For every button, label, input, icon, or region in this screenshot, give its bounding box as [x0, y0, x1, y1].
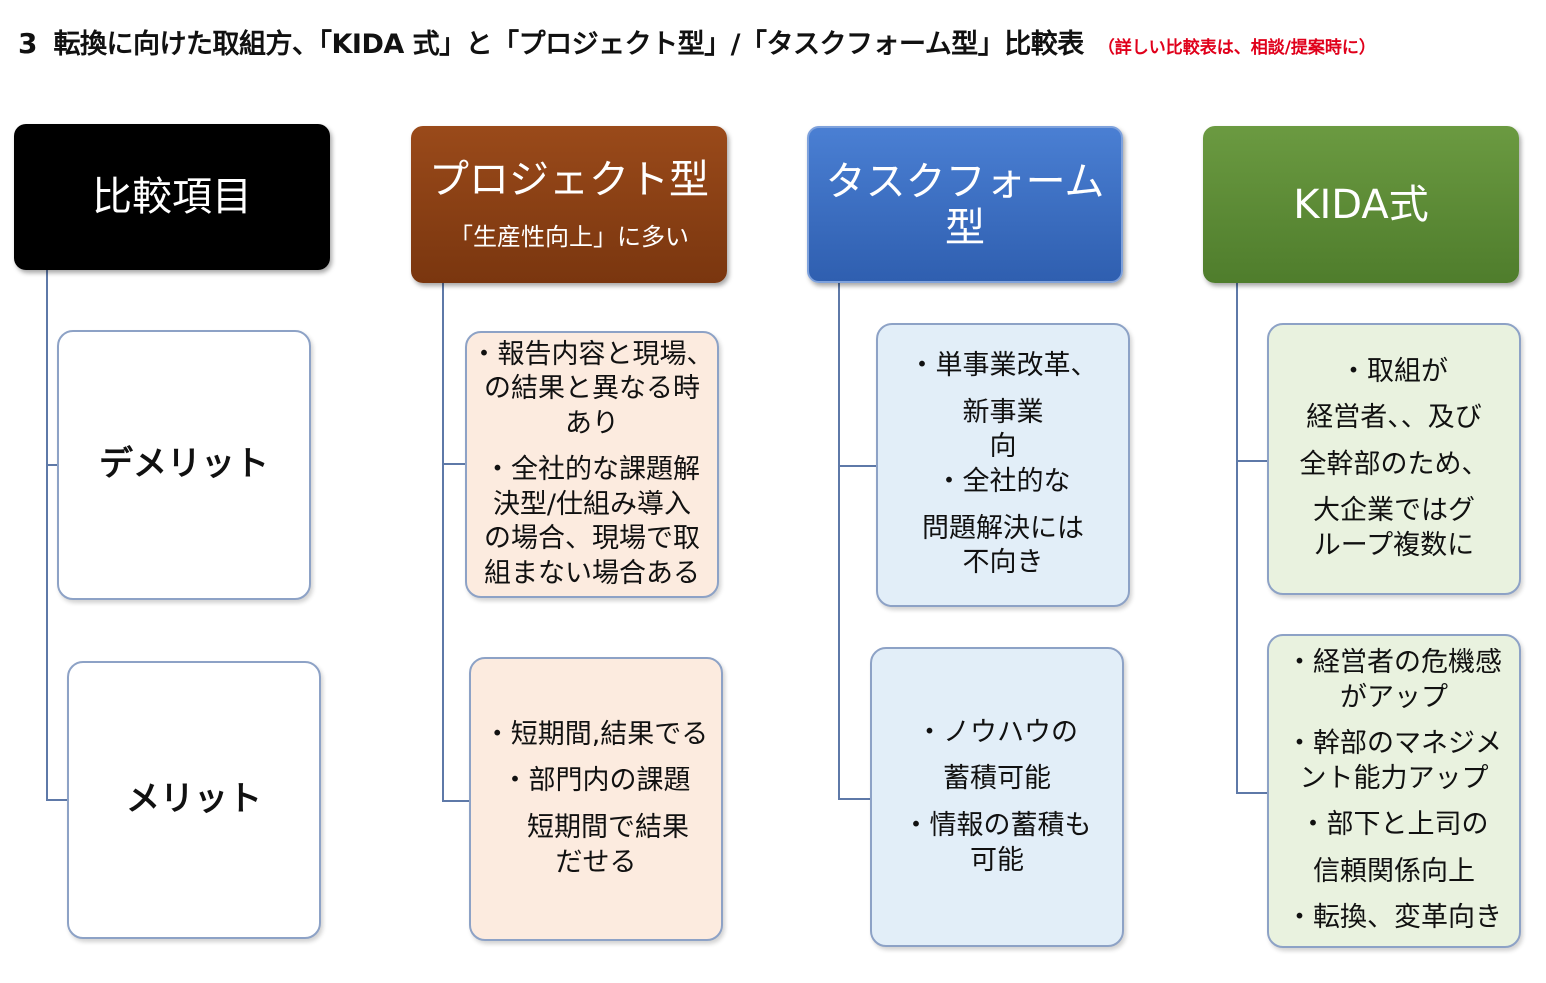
text-line: だせる	[555, 846, 637, 878]
text-line: ント能力アップ	[1299, 762, 1489, 794]
connector-branch	[46, 464, 58, 466]
title-text: 転換に向けた取組方、「KIDA 式」と「プロジェクト型」/「タスクフォーム型」比…	[53, 29, 1084, 60]
text-line: 問題解決には	[922, 512, 1084, 544]
text-line: 信頼関係向上	[1313, 855, 1475, 887]
header-title: KIDA式	[1293, 181, 1429, 228]
connector-line	[838, 283, 840, 799]
text-line: ・単事業改革、	[908, 350, 1098, 382]
text-line: 大企業ではグ	[1313, 495, 1475, 527]
text-line: の場合、現場で取	[484, 523, 700, 555]
text-line: 決型/仕組み導入	[492, 488, 692, 520]
text-line: あり	[565, 407, 619, 439]
text-line: ・全社的な	[935, 466, 1071, 497]
connector-line	[46, 268, 48, 800]
title-number: 3	[18, 27, 38, 60]
connector-line	[1236, 283, 1238, 793]
text-line: ・短期間,結果でる	[483, 718, 709, 750]
connector-branch	[46, 799, 68, 801]
text-line: ・報告内容と現場、	[470, 338, 714, 370]
header-title: プロジェクト型	[429, 157, 709, 203]
text-line: ループ複数に	[1313, 529, 1475, 561]
text-line: メリット	[126, 779, 262, 820]
merit-label-box: メリット	[67, 661, 321, 939]
connector-branch	[1236, 792, 1267, 794]
taskforce-demerit-box: ・単事業改革、 新事業 向 ・全社的な 問題解決には 不向き	[876, 323, 1130, 607]
text-line: ・転換、変革向き	[1286, 902, 1502, 934]
project-merit-box: ・短期間,結果でる ・部門内の課題 短期間で結果 だせる	[469, 657, 723, 941]
connector-line	[442, 283, 444, 801]
header-kida: KIDA式	[1203, 126, 1519, 283]
text-line: 不向き	[962, 547, 1044, 579]
header-title: 比較項目	[92, 174, 252, 220]
connector-branch	[838, 465, 876, 467]
title-note: （詳しい比較表は、相談/提案時に）	[1097, 38, 1376, 58]
text-line: 蓄積可能	[943, 763, 1051, 795]
text-line: ・取組が	[1340, 355, 1448, 387]
kida-demerit-box: ・取組が 経営者、、及び 全幹部のため、 大企業ではグ ループ複数に	[1267, 323, 1521, 595]
header-items: 比較項目	[14, 124, 330, 270]
taskforce-merit-box: ・ノウハウの 蓄積可能 ・情報の蓄積も 可能	[870, 647, 1124, 947]
kida-merit-box: ・経営者の危機感 がアップ ・幹部のマネジメ ント能力アップ ・部下と上司の 信…	[1267, 634, 1521, 948]
text-line: ・情報の蓄積も	[902, 810, 1092, 841]
text-line: 新事業	[962, 396, 1044, 428]
demerit-label-box: デメリット	[57, 330, 311, 600]
header-taskforce: タスクフォーム型	[807, 126, 1123, 283]
connector-branch	[1236, 460, 1267, 462]
text-line: デメリット	[99, 444, 269, 485]
text-line: ・全社的な課題解	[484, 454, 700, 486]
text-line: 組まない場合ある	[484, 557, 700, 589]
text-line: 短期間で結果	[527, 812, 689, 843]
text-line: がアップ	[1340, 681, 1448, 713]
text-line: 可能	[970, 844, 1024, 876]
text-line: ・ノウハウの	[916, 716, 1078, 748]
connector-branch	[838, 798, 870, 800]
text-line: ・部門内の課題	[501, 765, 691, 797]
header-title: タスクフォーム型	[825, 158, 1105, 251]
connector-branch	[442, 800, 470, 802]
text-line: ・経営者の危機感	[1286, 647, 1502, 679]
text-line: ・部下と上司の	[1299, 809, 1489, 841]
header-subtitle: 「生産性向上」に多い	[449, 223, 689, 251]
text-line: 向	[989, 431, 1017, 463]
text-line: 経営者、、及び	[1306, 402, 1482, 434]
page-title: 3 転換に向けた取組方、「KIDA 式」と「プロジェクト型」/「タスクフォーム型…	[18, 22, 1376, 66]
project-demerit-box: ・報告内容と現場、 の結果と異なる時 あり ・全社的な課題解 決型/仕組み導入 …	[465, 331, 719, 598]
header-project: プロジェクト型 「生産性向上」に多い	[411, 126, 727, 283]
text-line: ・幹部のマネジメ	[1286, 728, 1502, 760]
text-line: 全幹部のため、	[1299, 448, 1489, 480]
connector-branch	[442, 463, 466, 465]
text-line: の結果と異なる時	[484, 373, 700, 405]
